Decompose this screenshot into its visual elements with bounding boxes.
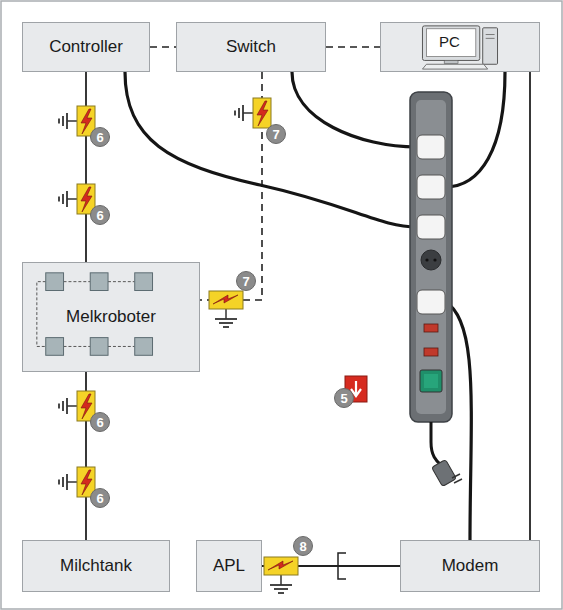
- pc-box: PC: [380, 22, 540, 72]
- cable-link: [529, 72, 531, 540]
- box-label: Melkroboter: [66, 307, 156, 327]
- tank-box: Milchtank: [22, 540, 170, 592]
- callout-number: 6: [90, 488, 110, 508]
- cable-link: [85, 72, 87, 262]
- power-strip: [410, 92, 462, 487]
- computer-icon: [381, 23, 539, 71]
- modem-box: Modem: [400, 540, 540, 592]
- box-label: PC: [439, 33, 460, 50]
- switch-box: Switch: [176, 22, 326, 72]
- bracket: [338, 553, 346, 579]
- callout-number: 6: [90, 127, 110, 147]
- callout-number: 6: [90, 205, 110, 225]
- box-label: Milchtank: [60, 556, 132, 576]
- callout-number: 8: [293, 536, 313, 556]
- box-label: Modem: [442, 556, 499, 576]
- robot-box: Melkroboter: [22, 262, 200, 372]
- callout-number: 7: [266, 124, 286, 144]
- callout-number: 7: [236, 271, 256, 291]
- callout-number: 6: [90, 412, 110, 432]
- box-label: Controller: [49, 37, 123, 57]
- network-link: [150, 46, 176, 48]
- network-link: [326, 46, 380, 48]
- callout-number: 5: [334, 388, 354, 408]
- box-label: APL: [213, 556, 245, 576]
- box-label: Switch: [226, 37, 276, 57]
- controller-box: Controller: [22, 22, 150, 72]
- apl-box: APL: [196, 540, 262, 592]
